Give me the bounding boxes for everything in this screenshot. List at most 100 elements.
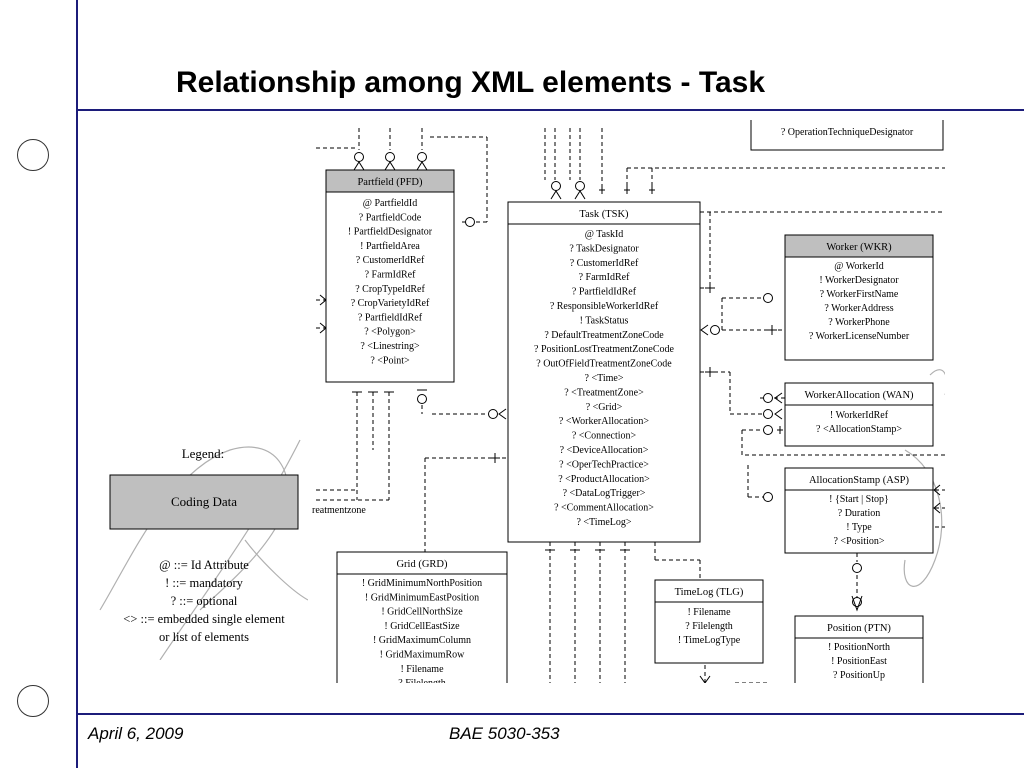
top-fragment-text: ? OperationTechniqueDesignator bbox=[781, 127, 914, 138]
entity-attribute: ! Filename bbox=[400, 664, 444, 675]
entity-attribute: ? CustomerIdRef bbox=[570, 258, 639, 269]
entity-attribute: ! GridCellNorthSize bbox=[381, 607, 463, 618]
entity-title: Position (PTN) bbox=[827, 623, 891, 634]
entity-task: Task (TSK) @ TaskId ? TaskDesignator ? Cus… bbox=[507, 201, 701, 543]
legend-title: Legend: bbox=[182, 446, 225, 461]
entity-title: Task (TSK) bbox=[579, 209, 629, 220]
entity-attribute: ? <AllocationStamp> bbox=[816, 424, 902, 435]
entity-attribute: ? WorkerLicenseNumber bbox=[809, 331, 910, 342]
binder-hole-top bbox=[17, 139, 49, 171]
entity-attribute: ? Filelength bbox=[398, 678, 446, 689]
legend: Legend: Coding Data @ ::= Id Attribute! … bbox=[109, 446, 299, 644]
entity-attribute: ? <OperTechPractice> bbox=[559, 459, 649, 470]
entity-attribute: ? Duration bbox=[838, 508, 881, 519]
entity-attribute: ? <DataLogTrigger> bbox=[563, 488, 646, 499]
left-margin-rule bbox=[76, 0, 78, 768]
entity-attribute: @ WorkerId bbox=[834, 261, 884, 272]
entity-attribute: ? CropVarietyIdRef bbox=[351, 298, 430, 309]
entity-grid: Grid (GRD) ! GridMinimumNorthPosition! G… bbox=[336, 551, 508, 689]
entity-attribute: ? DefaultTreatmentZoneCode bbox=[544, 330, 664, 341]
entity-attribute: @ TaskId bbox=[585, 229, 624, 240]
entity-attribute: ? WorkerPhone bbox=[828, 317, 890, 328]
entity-attribute: ? FarmIdRef bbox=[365, 270, 416, 281]
entity-attribute: ! GridMaximumRow bbox=[380, 650, 465, 661]
entity-attribute: ! PositionEast bbox=[831, 656, 887, 667]
entity-attribute: ! Type bbox=[846, 522, 872, 533]
entity-title: Partfield (PFD) bbox=[357, 177, 423, 188]
entity-attribute: ? <Linestring> bbox=[360, 341, 420, 352]
entity-attributes: ! WorkerIdRef ? <AllocationStamp> bbox=[816, 410, 902, 435]
entity-attributes: @ PartfieldId? PartfieldCode! PartfieldD… bbox=[348, 198, 433, 366]
entity-attribute: ! {Start | Stop} bbox=[829, 494, 889, 505]
entity-attribute: ? <Time> bbox=[585, 373, 624, 384]
entity-attribute: ? OutOfFieldTreatmentZoneCode bbox=[536, 359, 672, 370]
slide-title: Relationship among XML elements - Task bbox=[176, 66, 766, 99]
entity-allocation-stamp: AllocationStamp (ASP) ! {Start | Stop} ? … bbox=[784, 467, 934, 554]
footer-course: BAE 5030-353 bbox=[449, 724, 560, 743]
entity-attributes: ! PositionNorth ! PositionEast ? PositionU… bbox=[828, 642, 890, 681]
entity-attribute: ? TaskDesignator bbox=[569, 243, 639, 254]
legend-line: <> ::= embedded single element bbox=[123, 612, 285, 626]
entity-title: AllocationStamp (ASP) bbox=[809, 475, 910, 486]
entity-attributes: ! GridMinimumNorthPosition ! GridMinimumE… bbox=[362, 578, 482, 689]
entity-attribute: ! WorkerIdRef bbox=[830, 410, 889, 421]
entity-attribute: ? PositionUp bbox=[833, 670, 885, 681]
entity-attributes: @ WorkerId ! WorkerDesignator ? WorkerFirs… bbox=[809, 261, 910, 342]
entity-attribute: ? PartfieldCode bbox=[359, 212, 422, 223]
legend-lines: @ ::= Id Attribute! ::= mandatory? ::= o… bbox=[123, 558, 285, 644]
entity-attribute: ? Filelength bbox=[685, 621, 733, 632]
entity-attribute: ? <Polygon> bbox=[364, 327, 416, 338]
entity-attribute: ! PartfieldArea bbox=[360, 241, 420, 252]
entity-attributes: @ TaskId ? TaskDesignator ? CustomerIdRef?… bbox=[534, 229, 674, 528]
entity-attribute: ? <CommentAllocation> bbox=[554, 503, 654, 514]
entity-header bbox=[784, 234, 934, 258]
entity-attribute: ! PartfieldDesignator bbox=[348, 227, 433, 238]
legend-line: @ ::= Id Attribute bbox=[159, 558, 249, 572]
entity-attribute: ! GridMinimumEastPosition bbox=[365, 592, 479, 603]
entity-partfield: Partfield (PFD) @ PartfieldId? Partfield… bbox=[325, 169, 455, 383]
entity-attribute: ! PositionNorth bbox=[828, 642, 890, 653]
entity-attribute: ? PartfieldIdRef bbox=[572, 287, 637, 298]
cardinality-markers bbox=[354, 152, 862, 607]
entity-worker: Worker (WKR) @ WorkerId! WorkerDesignato… bbox=[784, 234, 934, 361]
entity-attribute: ? <DeviceAllocation> bbox=[560, 445, 649, 456]
entity-attribute: ? WorkerFirstName bbox=[820, 289, 899, 300]
legend-coding-box bbox=[109, 474, 299, 530]
entity-attribute: ? ResponsibleWorkerIdRef bbox=[550, 301, 659, 312]
entity-timelog: TimeLog (TLG) ! Filename? Filelength! Ti… bbox=[654, 579, 764, 664]
entity-attribute: ! Filename bbox=[687, 607, 731, 618]
legend-box-label: Coding Data bbox=[171, 494, 237, 509]
entity-attribute: ! WorkerDesignator bbox=[819, 275, 899, 286]
entity-title: WorkerAllocation (WAN) bbox=[804, 390, 914, 401]
binder-hole-bottom bbox=[17, 685, 49, 717]
entity-attribute: ? WorkerAddress bbox=[824, 303, 893, 314]
entity-attribute: ? <Position> bbox=[833, 536, 884, 547]
footer-rule bbox=[76, 713, 1024, 715]
entity-attribute: ? <WorkerAllocation> bbox=[559, 416, 650, 427]
entity-attribute: ? <ProductAllocation> bbox=[558, 474, 650, 485]
entity-attribute: ? PositionLostTreatmentZoneCode bbox=[534, 344, 674, 355]
entity-attribute: ? <TimeLog> bbox=[576, 517, 631, 528]
entity-worker-allocation: WorkerAllocation (WAN) ! WorkerIdRef ? <A… bbox=[784, 382, 934, 447]
entity-attribute: ? <Grid> bbox=[586, 402, 623, 413]
entity-position: Position (PTN) ! PositionNorth! Position… bbox=[794, 615, 924, 683]
footer-date: April 6, 2009 bbox=[88, 724, 184, 743]
entity-attributes: ! {Start | Stop} ? Duration ! Type ? <Posit… bbox=[829, 494, 889, 547]
legend-line: ! ::= mandatory bbox=[165, 576, 244, 590]
entity-attribute: ! GridCellEastSize bbox=[384, 621, 460, 632]
title-rule bbox=[76, 109, 1024, 111]
entity-attribute: ! GridMinimumNorthPosition bbox=[362, 578, 482, 589]
entity-attribute: ? CropTypeIdRef bbox=[355, 284, 425, 295]
tick-marks bbox=[352, 186, 783, 551]
legend-line: or list of elements bbox=[159, 630, 249, 644]
operation-technique-fragment-box bbox=[750, 120, 944, 151]
entity-title: TimeLog (TLG) bbox=[675, 587, 744, 598]
entity-attribute: ? <TreatmentZone> bbox=[564, 387, 644, 398]
entity-attribute: ? CustomerIdRef bbox=[356, 255, 425, 266]
legend-line: ? ::= optional bbox=[171, 594, 238, 608]
entity-title: Grid (GRD) bbox=[396, 559, 448, 570]
left-fragment-text: reatmentzone bbox=[312, 505, 366, 516]
entity-attribute: ? PartfieldIdRef bbox=[358, 312, 423, 323]
entity-attribute: ! TaskStatus bbox=[580, 315, 629, 326]
entity-attribute: ? FarmIdRef bbox=[579, 272, 630, 283]
